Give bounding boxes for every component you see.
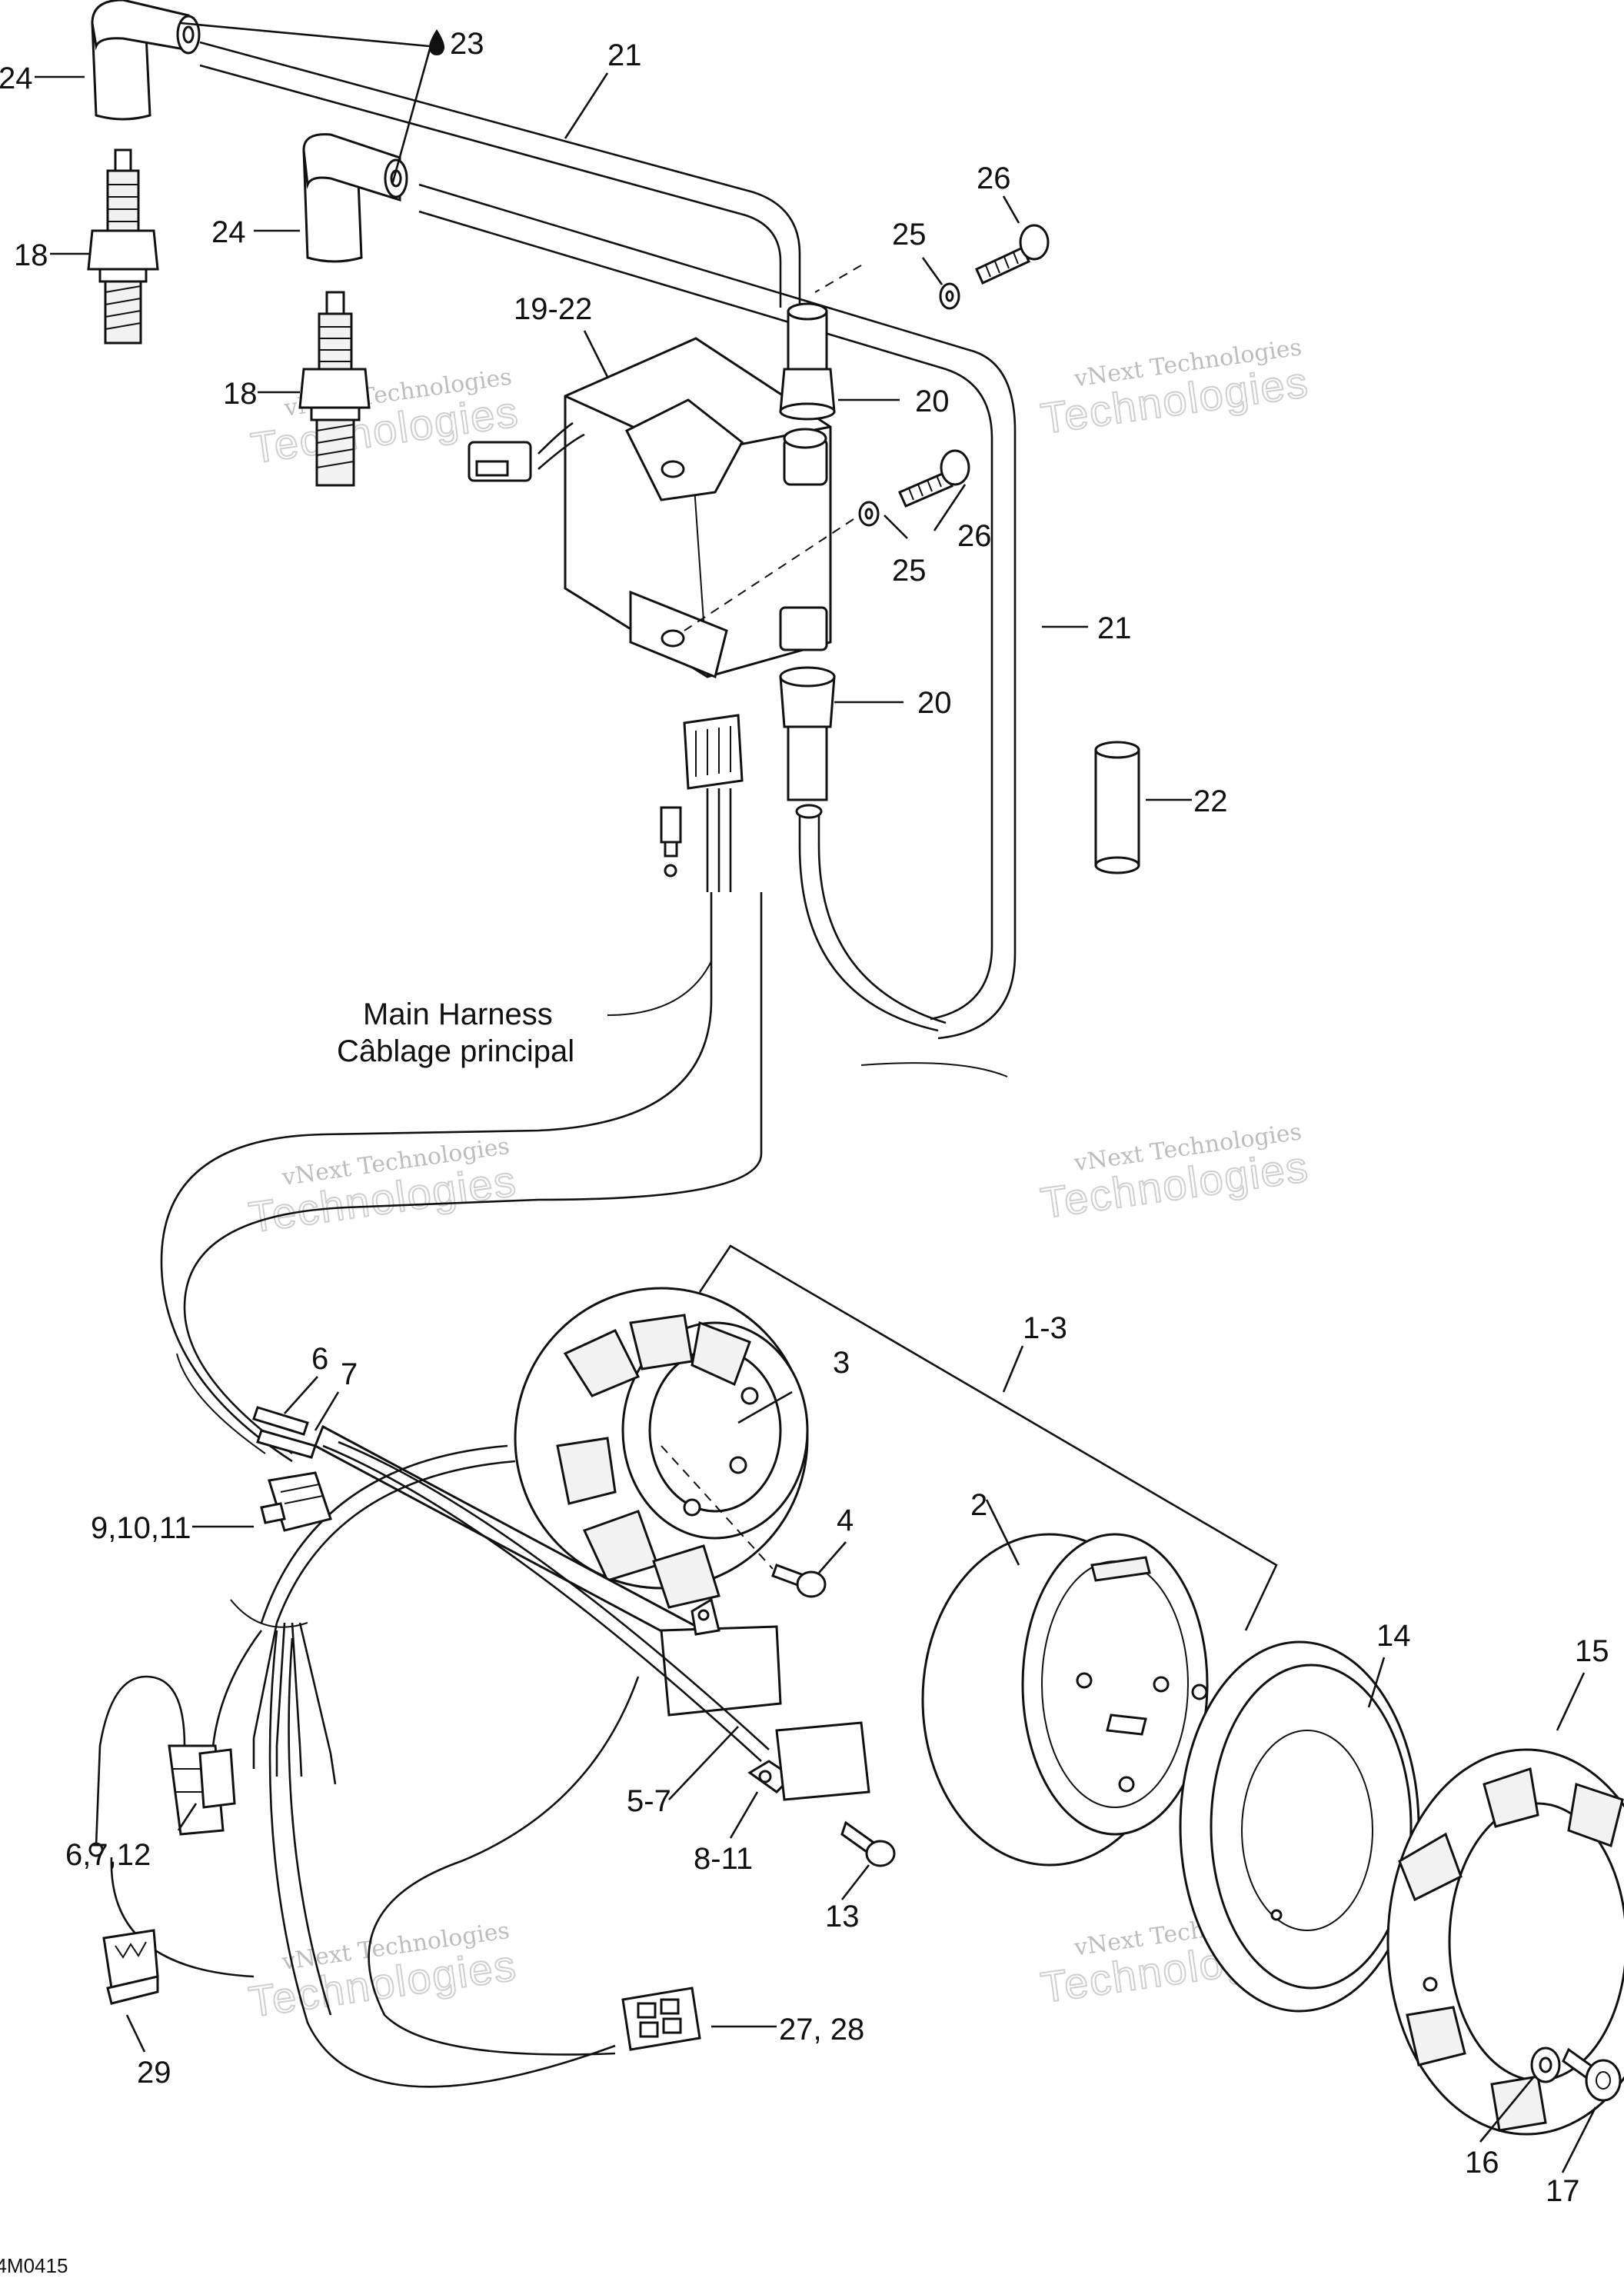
spark-plug-18-upper <box>87 148 159 345</box>
callout-15: 15 <box>1575 1634 1609 1668</box>
terminal-cap-20-upper <box>779 302 836 421</box>
callout-26: 26 <box>977 162 1011 195</box>
callout-17: 17 <box>1546 2174 1580 2208</box>
callout-3: 3 <box>833 1346 850 1380</box>
callout-20: 20 <box>915 385 950 418</box>
flywheel-2 <box>921 1533 1209 1867</box>
screw-26-upper <box>975 224 1050 285</box>
callout-21: 21 <box>607 38 642 72</box>
screw-17 <box>1562 2047 1622 2102</box>
sleeve-22 <box>1094 741 1140 874</box>
watermark-mid-right: vNext Technologies Technologies <box>1037 1118 1313 1228</box>
ignition-coil-19-22 <box>564 337 832 679</box>
washer-16 <box>1530 2047 1561 2083</box>
callout-6: 6 <box>311 1342 328 1376</box>
connector-6-7-12 <box>88 1675 236 1857</box>
bullet-connectors-6-7 <box>252 1406 317 1459</box>
callout-25: 25 <box>892 218 927 251</box>
trigger-coil-bracket-5-7 <box>314 1424 782 1717</box>
watermark-mid-left: vNext Technologies Technologies <box>245 1133 521 1243</box>
terminal-cap-20-lower <box>779 666 836 819</box>
high-tension-wire-21-lower <box>418 183 1017 1077</box>
spark-plug-18-lower <box>298 291 371 487</box>
high-tension-wire-21-upper <box>199 41 801 308</box>
washer-25-lower <box>858 501 880 527</box>
callout-19-22: 19-22 <box>514 292 592 326</box>
callout-29: 29 <box>137 2056 171 2090</box>
wires-to-sensor <box>260 1440 770 1762</box>
spark-plug-cap-24-upper <box>91 0 201 121</box>
callout-23: 23 <box>450 27 484 61</box>
callout-labels: 24 23 21 18 24 26 25 19-22 20 18 26 25 2… <box>0 27 1609 2277</box>
callout-6-7-12: 6,7,12 <box>65 1838 151 1872</box>
callout-4: 4 <box>837 1504 854 1537</box>
washer-25-upper <box>939 282 960 310</box>
callout-27-28: 27, 28 <box>779 2013 864 2047</box>
leader-lines <box>35 22 1597 2173</box>
main-harness-cable <box>160 892 763 1463</box>
connector-9-10-11 <box>260 1471 332 1532</box>
drop-icon <box>428 29 445 55</box>
ring-drum-14 <box>1179 1640 1420 2013</box>
stator-3 <box>514 1287 809 1609</box>
callout-24: 24 <box>0 62 33 95</box>
harness-label-line1: Main Harness <box>363 997 553 1031</box>
callout-9-10-11: 9,10,11 <box>91 1511 191 1545</box>
sensor-8-11 <box>747 1721 870 1801</box>
screw-4 <box>771 1564 827 1598</box>
drawing-code: 04M0415 <box>0 2254 68 2277</box>
callout-8-11: 8-11 <box>694 1842 753 1876</box>
harness-loop-lower <box>110 1630 640 2088</box>
screw-13 <box>840 1820 896 1867</box>
spark-plug-cap-24-lower <box>302 133 408 263</box>
callout-bracket-1-3 <box>698 1244 1278 1631</box>
callout-22: 22 <box>1193 784 1228 818</box>
callout-14: 14 <box>1376 1619 1411 1653</box>
callout-13: 13 <box>825 1900 860 1933</box>
callout-1-3: 1-3 <box>1023 1311 1067 1345</box>
screw-26-lower <box>898 449 970 508</box>
wire-loom <box>210 1599 337 1831</box>
callout-7: 7 <box>341 1357 358 1391</box>
main-harness-connector <box>660 714 744 892</box>
alignment-line-coil-screws <box>684 265 862 631</box>
callout-24: 24 <box>211 215 246 249</box>
callout-20: 20 <box>917 686 952 720</box>
callout-18: 18 <box>14 238 48 272</box>
alignment-line-stator-screw <box>661 1445 774 1570</box>
watermark-top-right: vNext Technologies Technologies <box>1037 334 1313 444</box>
harness-label-line2: Câblage principal <box>337 1034 574 1068</box>
callout-21: 21 <box>1097 611 1132 645</box>
coil-connector-19-22 <box>468 421 585 482</box>
callout-16: 16 <box>1465 2146 1499 2180</box>
callout-18: 18 <box>223 377 258 411</box>
callout-2: 2 <box>970 1488 987 1522</box>
callout-5-7: 5-7 <box>627 1784 671 1818</box>
callout-25: 25 <box>892 554 927 588</box>
connector-29 <box>102 1929 159 2005</box>
callout-26: 26 <box>957 519 992 553</box>
connector-27-28 <box>621 1987 701 2051</box>
